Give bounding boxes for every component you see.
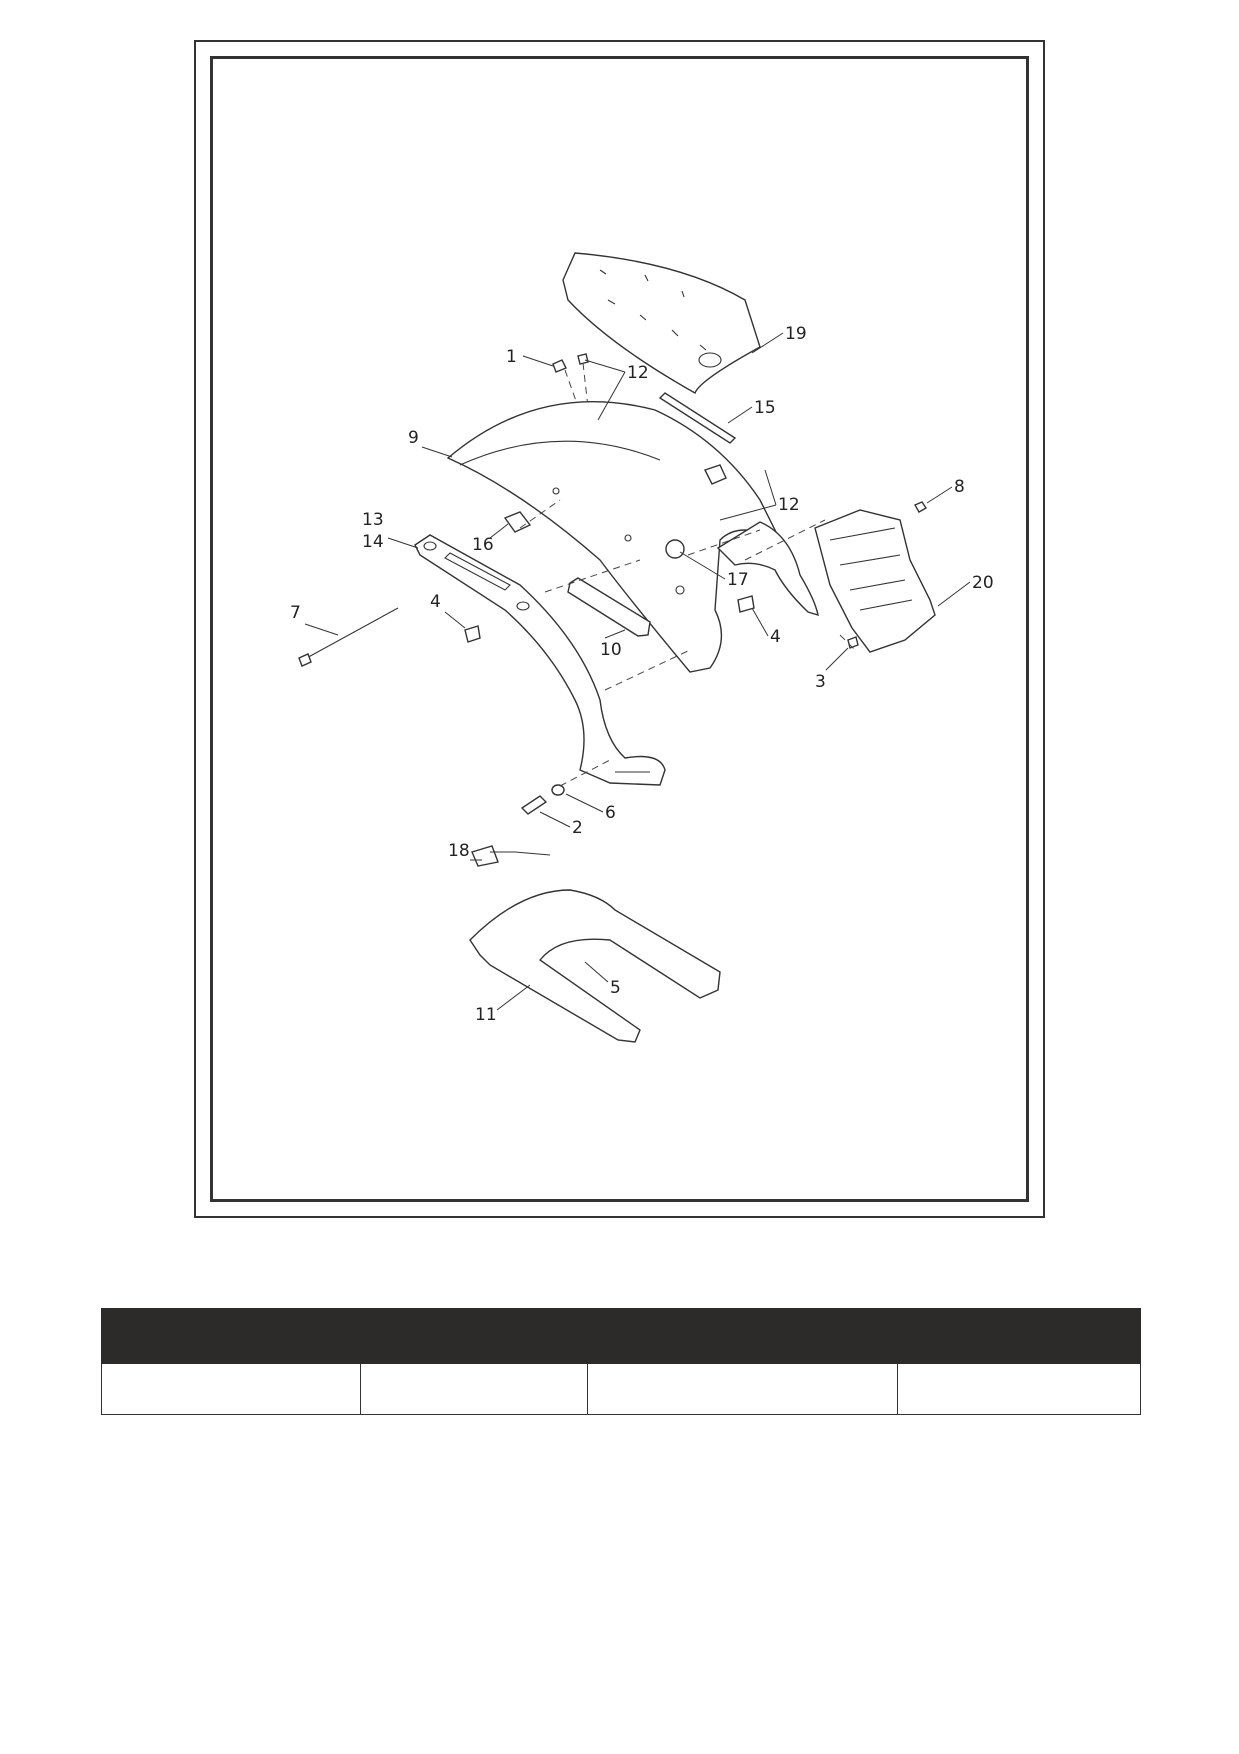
part-rear-fender <box>446 401 782 673</box>
callout-12b: 12 <box>778 495 800 515</box>
part-subframe <box>469 845 721 1043</box>
callout-8: 8 <box>954 477 965 497</box>
table-header-cell <box>587 1308 898 1364</box>
part-grab-rail <box>414 534 666 786</box>
callout-18: 18 <box>448 841 470 861</box>
callout-4a: 4 <box>430 592 441 612</box>
part-clip <box>503 511 532 533</box>
callout-17: 17 <box>727 570 749 590</box>
table-cell <box>360 1363 588 1415</box>
callout-16: 16 <box>472 535 494 555</box>
callout-3: 3 <box>815 672 826 692</box>
figure-outer-frame <box>194 40 1045 1218</box>
table-header-row <box>101 1308 1141 1364</box>
part-rod <box>298 607 399 667</box>
table-row <box>101 1363 1141 1415</box>
callout-labels: 1 12 19 15 9 12 8 13 14 16 17 20 7 4 10 … <box>290 324 994 1025</box>
callout-11: 11 <box>475 1005 497 1025</box>
part-bracket <box>704 464 819 617</box>
parts-table <box>101 1308 1141 1415</box>
table-cell <box>587 1363 898 1415</box>
part-strap <box>658 392 737 444</box>
callout-20: 20 <box>972 573 994 593</box>
assembly-guide-lines <box>519 499 856 787</box>
callout-2: 2 <box>572 818 583 838</box>
part-seat-pad <box>562 252 761 395</box>
callout-14: 14 <box>362 532 384 552</box>
table-header-cell <box>360 1308 588 1364</box>
callout-7: 7 <box>290 603 301 623</box>
table-header-cell <box>101 1308 361 1364</box>
table-cell <box>101 1363 361 1415</box>
callout-1: 1 <box>506 347 517 367</box>
callout-9: 9 <box>408 428 419 448</box>
callout-5: 5 <box>610 978 621 998</box>
callout-6: 6 <box>605 803 616 823</box>
part-license-holder <box>814 501 936 653</box>
callout-12a: 12 <box>627 363 649 383</box>
callout-19: 19 <box>785 324 807 344</box>
table-cell <box>897 1363 1141 1415</box>
part-bolts <box>464 595 859 815</box>
callout-13: 13 <box>362 510 384 530</box>
figure-inner-frame <box>210 56 1029 1202</box>
table-header-cell <box>897 1308 1141 1364</box>
callout-15: 15 <box>754 398 776 418</box>
callout-10: 10 <box>600 640 622 660</box>
part-link-bar <box>567 577 651 637</box>
callout-4b: 4 <box>770 627 781 647</box>
